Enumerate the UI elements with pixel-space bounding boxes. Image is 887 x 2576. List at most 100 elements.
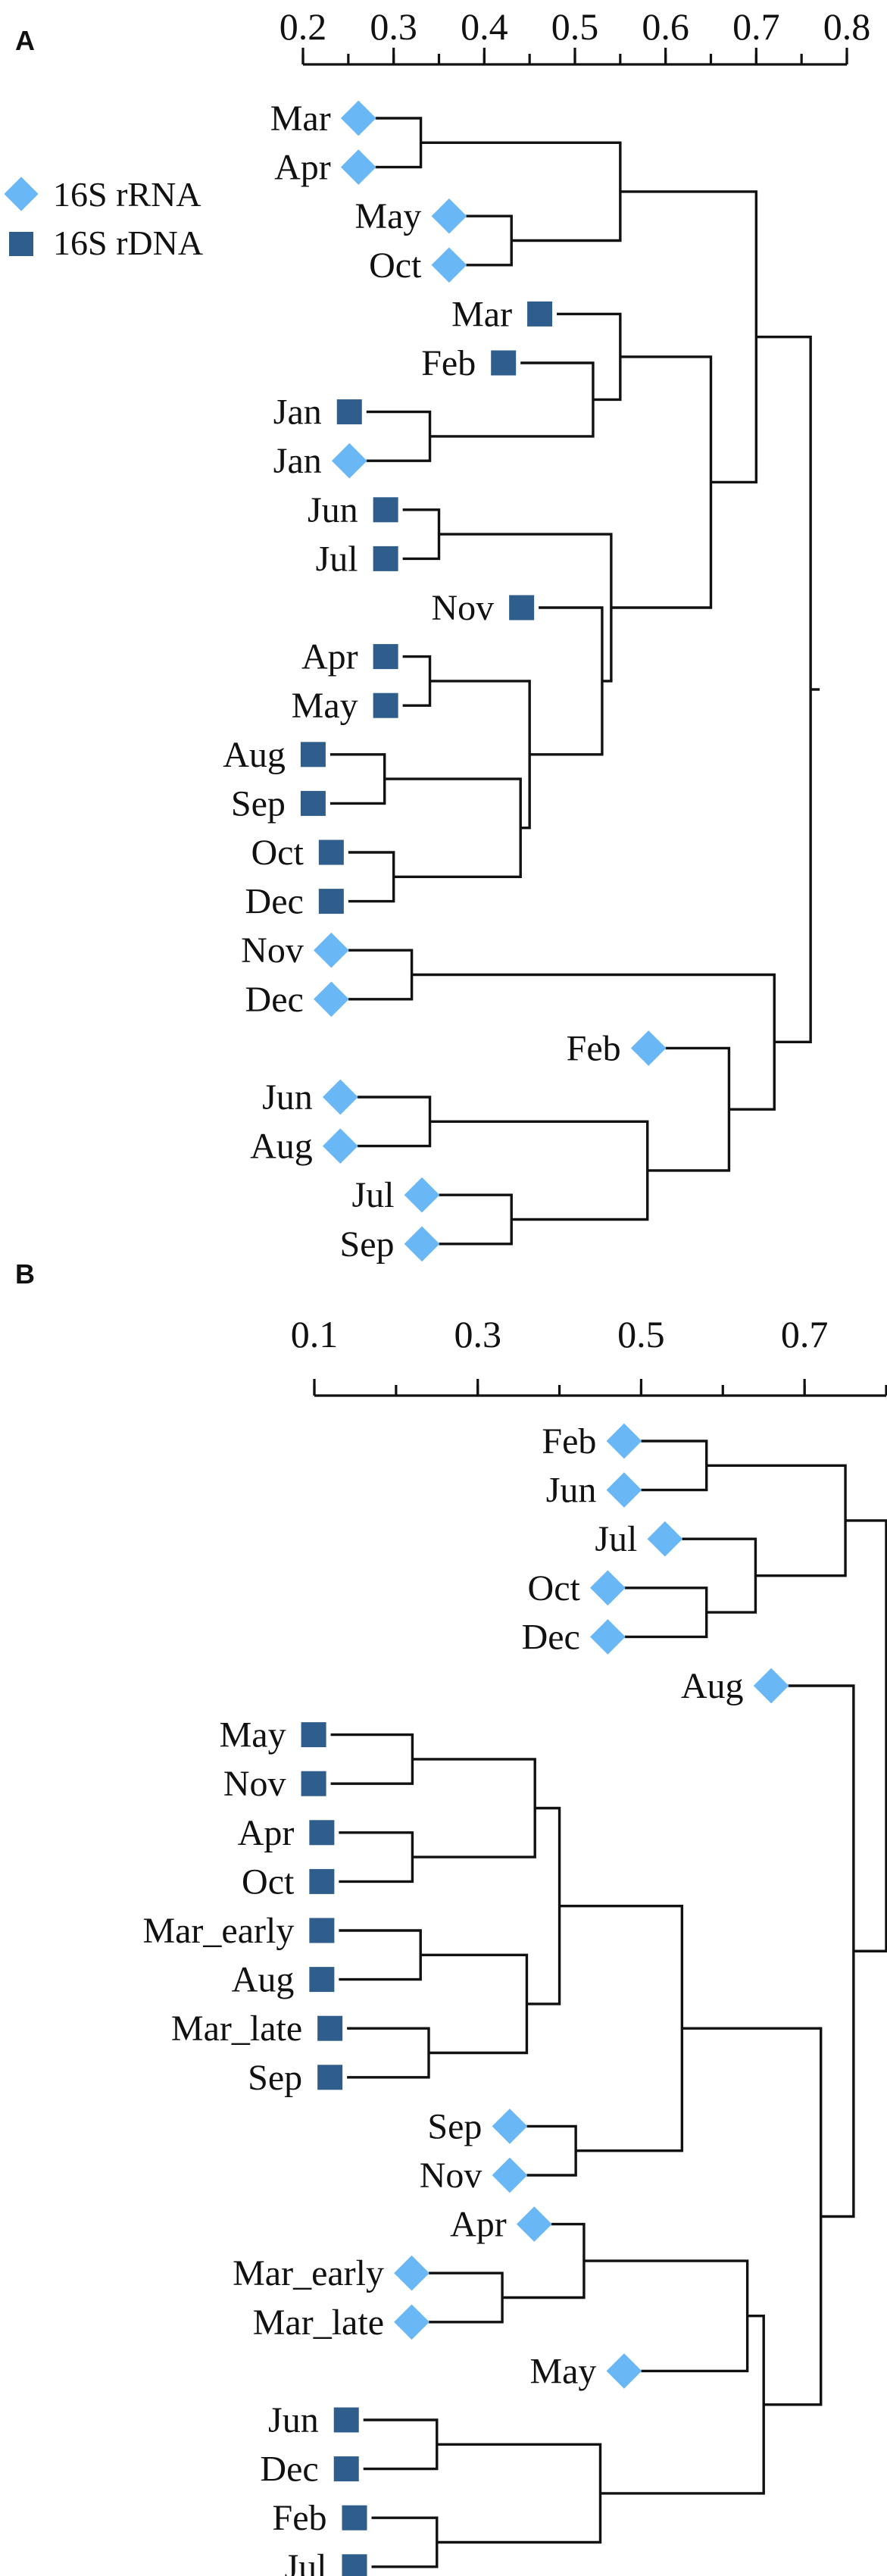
dendrogram-branch	[624, 1587, 708, 1639]
dna-square-marker	[333, 2456, 359, 2482]
dendrogram-branch	[420, 141, 622, 242]
panel-b-leaves: FebJunJulOctDecAugMayNovAprOctMar_earlyA…	[142, 1421, 789, 2576]
leaf-rna: Jan	[273, 441, 367, 481]
dendrogram-branch	[420, 1953, 529, 2055]
leaf-label: Mar_early	[233, 2253, 384, 2293]
rna-diamond-marker	[394, 2304, 429, 2340]
leaf-label: May	[529, 2351, 596, 2391]
leaf-label: Jun	[546, 1471, 597, 1511]
leaf-dna: Oct	[242, 1862, 335, 1902]
leaf-rna: Feb	[567, 1028, 667, 1068]
dna-square-marker	[318, 889, 344, 914]
leaf-label: May	[220, 1715, 286, 1755]
dna-square-marker	[342, 2554, 367, 2576]
dna-square-marker	[373, 546, 398, 571]
leaf-rna: Mar_late	[253, 2302, 429, 2343]
leaf-rna: Apr	[450, 2205, 552, 2245]
leaf-rna: Aug	[681, 1666, 789, 1706]
axis-tick-label: 0.6	[642, 5, 689, 48]
panel-a-leaves: MarAprMayOctMarFebJanJanJunJulNovAprMayA…	[223, 98, 667, 1265]
dendrogram-branch	[756, 335, 812, 1044]
leaf-rna: May	[529, 2351, 642, 2391]
leaf-dna: Sep	[248, 2058, 343, 2098]
dendrogram-branch	[348, 949, 414, 1001]
rna-diamond-marker	[431, 198, 467, 234]
dendrogram-branch	[339, 1831, 414, 1884]
dendrogram-branch	[429, 361, 595, 438]
axis-tick-label: 0.5	[617, 1313, 665, 1355]
leaf-label: Mar	[270, 98, 331, 139]
leaf-label: Dec	[260, 2449, 318, 2490]
panel-b-branches	[330, 1440, 887, 2568]
dna-square-marker	[309, 1820, 335, 1846]
leaf-label: Mar_late	[171, 2009, 302, 2049]
legend-label-rna: 16S rRNA	[53, 175, 201, 214]
leaf-label: Jul	[284, 2547, 326, 2576]
leaf-dna: Jun	[268, 2400, 359, 2440]
dna-square-marker	[527, 301, 553, 327]
dendrogram-branch	[502, 2222, 586, 2299]
dendrogram-branch	[583, 2259, 749, 2373]
legend-square-marker	[9, 232, 33, 256]
leaf-label: Aug	[681, 1666, 744, 1706]
leaf-label: Sep	[248, 2058, 302, 2098]
leaf-dna: Jul	[316, 539, 398, 579]
dendrogram-branch	[402, 655, 432, 707]
leaf-label: Oct	[369, 245, 422, 286]
dendrogram-branch	[330, 753, 386, 805]
dendrogram-branch	[439, 1193, 513, 1246]
leaf-label: May	[354, 196, 421, 236]
dna-square-marker	[301, 1722, 326, 1748]
leaf-label: Apr	[274, 148, 331, 188]
leaf-dna: Nov	[223, 1764, 326, 1804]
leaf-label: Feb	[421, 343, 476, 383]
dendrogram-branch	[526, 2124, 577, 2177]
dendrogram-branch	[366, 410, 432, 462]
leaf-label: Feb	[567, 1028, 621, 1068]
dendrogram-branch	[330, 1733, 414, 1785]
rna-diamond-marker	[492, 2109, 528, 2144]
leaf-dna: Jul	[284, 2547, 367, 2576]
dendrogram-branch	[436, 2443, 602, 2544]
leaf-label: Dec	[245, 980, 304, 1020]
dendrogram-branch	[682, 1537, 757, 1614]
dendrogram-branch	[620, 190, 758, 484]
legend-label-dna: 16S rDNA	[53, 224, 203, 262]
legend-diamond-marker	[4, 177, 39, 211]
leaf-rna: Jun	[546, 1471, 642, 1511]
rna-diamond-marker	[647, 1521, 683, 1557]
dendrogram-branch	[600, 2315, 765, 2495]
leaf-dna: Oct	[251, 833, 344, 873]
axis-tick-label: 0.4	[461, 5, 508, 48]
leaf-dna: May	[292, 686, 398, 726]
dendrogram-branch	[845, 1519, 887, 1952]
leaf-label: Jul	[316, 539, 358, 579]
leaf-dna: Dec	[260, 2449, 359, 2490]
leaf-rna: Sep	[340, 1224, 440, 1265]
dna-square-marker	[300, 790, 326, 816]
dendrogram-branch	[429, 2271, 504, 2324]
leaf-label: Sep	[427, 2106, 482, 2146]
leaf-dna: Apr	[301, 637, 398, 677]
leaf-label: Mar_late	[253, 2302, 384, 2343]
leaf-label: Feb	[542, 1421, 596, 1462]
rna-diamond-marker	[394, 2255, 429, 2291]
dna-square-marker	[309, 1868, 335, 1894]
legend-item-dna: 16S rDNA	[9, 224, 203, 262]
panel-label-b: B	[15, 1258, 35, 1290]
dendrogram-branch	[706, 1464, 847, 1577]
dendrogram-branch	[526, 1806, 561, 2005]
leaf-label: Apr	[450, 2205, 507, 2245]
panel-label-a: A	[15, 25, 35, 56]
rna-diamond-marker	[340, 149, 376, 185]
dendrogram-branch	[348, 851, 395, 903]
dendrogram-branch	[647, 1046, 731, 1172]
dna-square-marker	[317, 2065, 343, 2090]
rna-diamond-marker	[590, 1570, 626, 1606]
dendrogram-branch	[611, 355, 713, 609]
leaf-label: Apr	[301, 637, 358, 677]
